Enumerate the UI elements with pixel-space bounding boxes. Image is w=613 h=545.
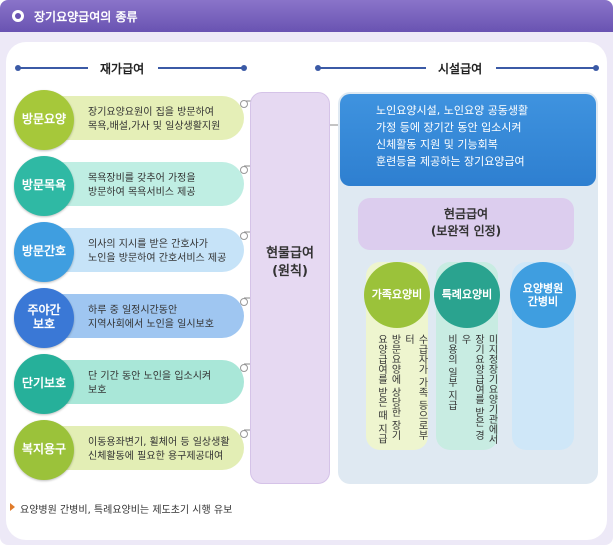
section-line-right-a [315,65,426,71]
home-service-name: 방문간호 [14,222,74,282]
connector-dot [240,100,248,108]
home-service-row: 복지용구 이동용좌변기, 휠체어 등 일상생활 신체활동에 필요한 용구제공대여 [14,420,248,480]
cash-type-name: 특례요양비 [434,262,500,328]
section-title-home: 재가급여 [100,62,145,76]
footnote-arrow-icon [10,503,15,511]
home-service-desc: 이동용좌변기, 휠체어 등 일상생활 신체활동에 필요한 용구제공대여 [88,436,230,463]
home-service-desc: 목욕장비를 갖추어 가정을 방문하여 목욕서비스 제공 [88,172,196,199]
in-kind-benefit-box [250,92,330,484]
home-service-row: 방문간호 의사의 지시를 받은 간호사가 노인을 방문하여 간호서비스 제공 [14,222,248,282]
connector-dot [240,166,248,174]
in-kind-benefit-label: 현물급여 (원칙) [266,246,314,280]
section-line-left-a [15,65,88,71]
home-service-desc: 단 기간 동안 노인을 입소시켜 보호 [88,370,212,397]
cash-type-name: 가족요양비 [364,262,430,328]
home-service-desc: 의사의 지시를 받은 간호사가 노인을 방문하여 간호서비스 제공 [88,238,227,265]
home-service-bar [54,96,244,140]
footnote: 요양병원 간병비, 특례요양비는 제도초기 시행 유보 [20,505,233,516]
home-service-name: 주야간 보호 [14,288,74,348]
connector-dot [240,364,248,372]
home-service-row: 방문요양 장기요양요원이 집을 방문하여 목욕,배설,가사 및 일상생활지원 [14,90,248,150]
home-service-name: 방문목욕 [14,156,74,216]
page-title: 장기요양급여의 종류 [34,10,138,24]
cash-type-desc: 수급자가 가족 등으로부터 방문요양에 상당한 장기 요양급여를 받은 때 지급 [375,334,428,444]
cash-type-desc: 미지정장기요양기관에서 장기요양급여를 받은 경우 비용의 일부 지급 [445,334,498,444]
section-title-facility: 시설급여 [438,62,483,76]
home-service-bar [54,360,244,404]
home-service-name: 복지용구 [14,420,74,480]
connector-dot [240,298,248,306]
home-service-row: 방문목욕 목욕장비를 갖추어 가정을 방문하여 목욕서비스 제공 [14,156,248,216]
home-service-desc: 장기요양요원이 집을 방문하여 목욕,배설,가사 및 일상생활지원 [88,106,221,133]
frame-header: 장기요양급여의 종류 [0,0,613,32]
home-service-bar [54,426,244,470]
home-service-name: 단기보호 [14,354,74,414]
home-service-name: 방문요양 [14,90,74,150]
section-line-right-b [496,65,599,71]
facility-benefit-box: 노인요양시설, 노인요양 공동생활 가정 등에 장기간 동안 입소시켜 신체활동… [340,94,596,186]
home-service-bar [54,294,244,338]
home-service-row: 주야간 보호 하루 중 일정시간동안 지역사회에서 노인을 일시보호 [14,288,248,348]
home-service-row: 단기보호 단 기간 동안 노인을 입소시켜 보호 [14,354,248,414]
connector-dot [240,232,248,240]
connector-dot [240,430,248,438]
bullet-icon [12,10,24,22]
home-service-bar [54,162,244,206]
home-service-bar [54,228,244,272]
cash-type-pillar: 요양병원 간병비 [510,262,576,450]
cash-benefit-box: 현금급여 (보완적 인정) [358,198,574,250]
section-line-left-b [158,65,247,71]
cash-type-name: 요양병원 간병비 [510,262,576,328]
home-service-desc: 하루 중 일정시간동안 지역사회에서 노인을 일시보호 [88,304,214,331]
